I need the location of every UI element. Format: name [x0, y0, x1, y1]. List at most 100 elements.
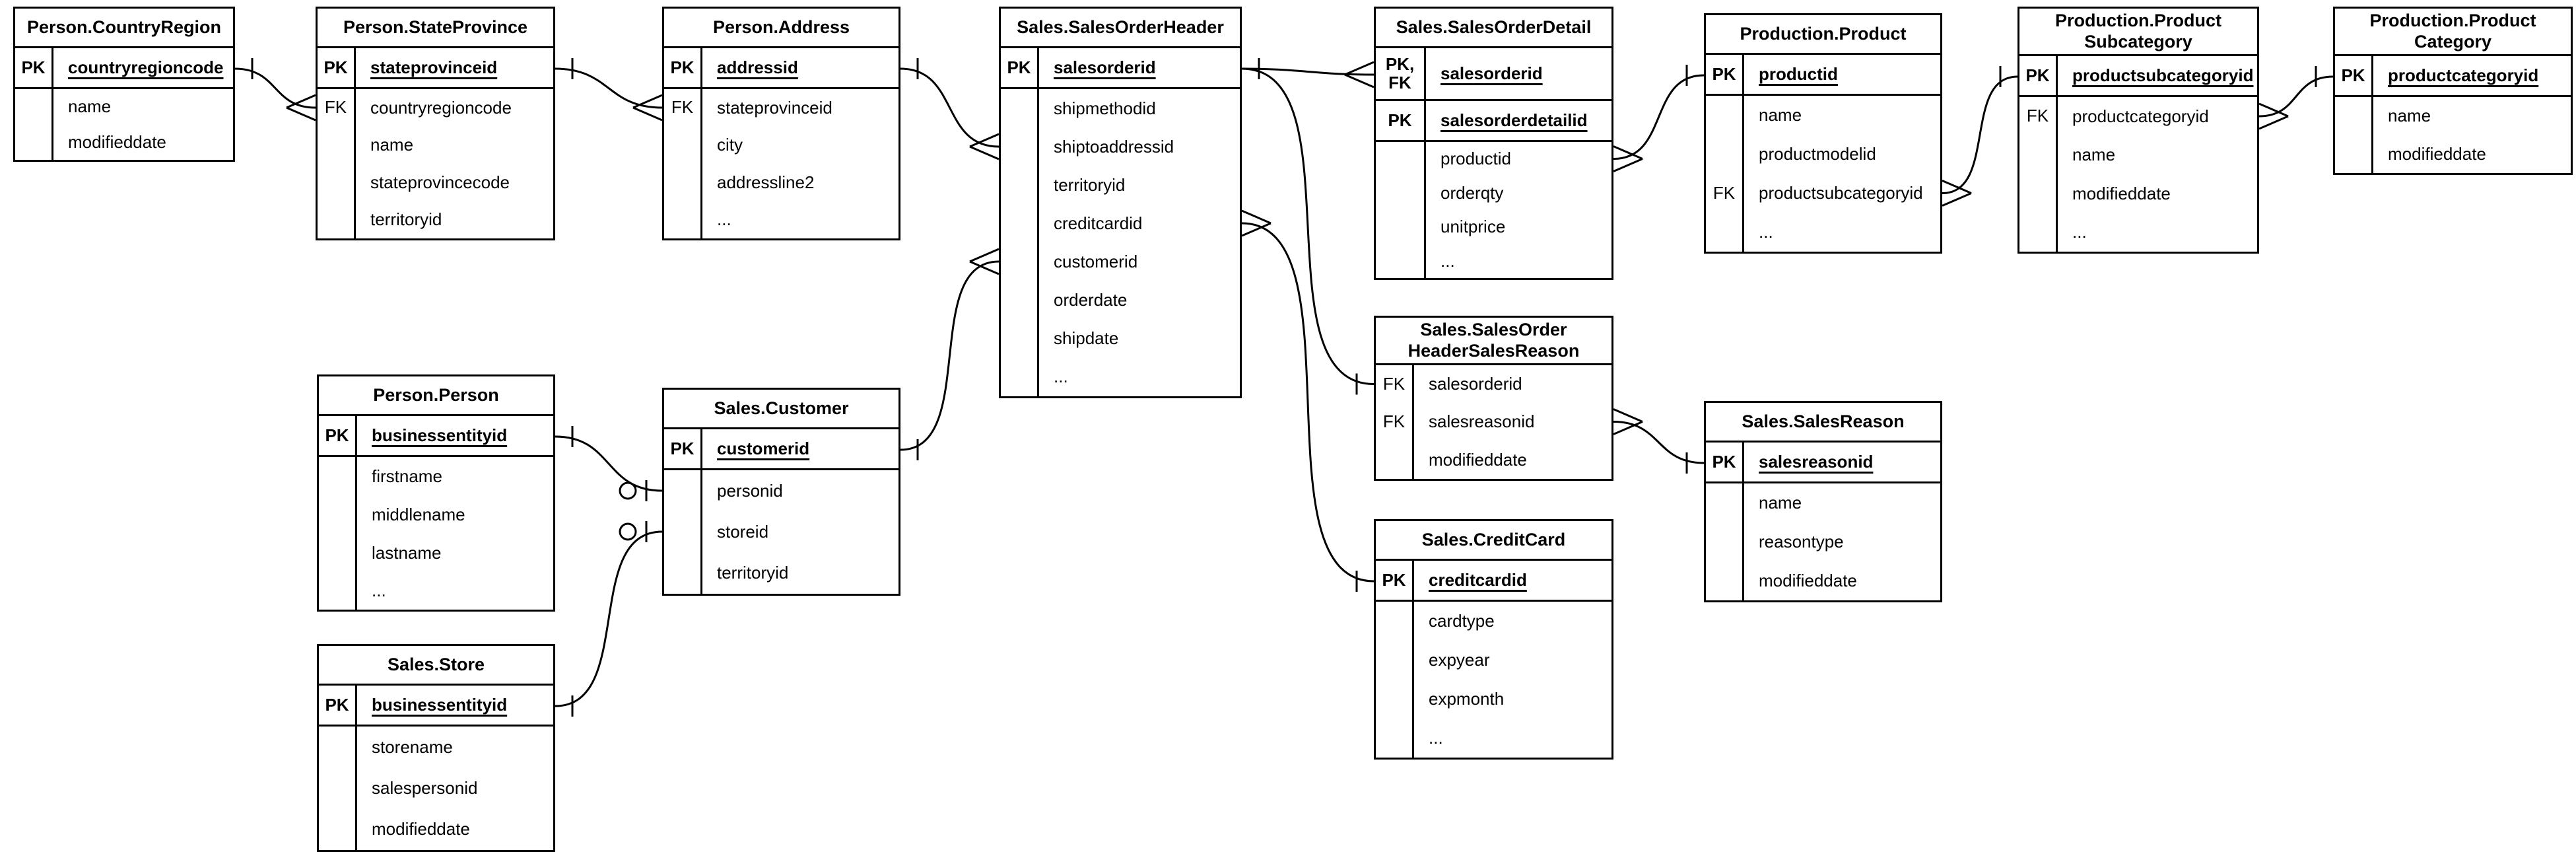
attribute-name: unitprice	[1441, 217, 1506, 236]
key-cell	[1706, 96, 1744, 135]
key-cell	[318, 164, 356, 201]
key-cell: FK	[1376, 365, 1414, 403]
key-cell	[1376, 719, 1414, 758]
entity-title: Person.CountryRegion	[15, 9, 233, 48]
key-cell	[15, 124, 53, 160]
key-cell	[2019, 213, 2058, 252]
relationship-connector[interactable]	[1241, 67, 1374, 395]
key-cell	[319, 457, 357, 495]
key-cell	[1706, 483, 1744, 522]
key-cell	[2019, 174, 2058, 213]
attribute-name: territoryid	[370, 209, 442, 229]
entity-title: Sales.Customer	[664, 390, 898, 429]
attribute-name: salesorderid	[1429, 374, 1522, 394]
relationship-connector[interactable]	[1241, 58, 1374, 89]
relationship-connector[interactable]	[1241, 209, 1374, 592]
key-cell	[1706, 135, 1744, 174]
key-cell	[319, 808, 357, 850]
relationship-connector[interactable]	[900, 58, 1000, 160]
key-cell: PK	[2335, 56, 2373, 95]
relationship-connector[interactable]	[1942, 66, 2018, 207]
relationship-connector[interactable]	[234, 58, 316, 122]
relationship-connector[interactable]	[900, 248, 1000, 460]
entity-title: Production.Product Subcategory	[2019, 9, 2257, 56]
attribute-row: expyear	[1376, 641, 1611, 680]
attribute-name: middlename	[372, 504, 465, 524]
relationship-connector[interactable]	[555, 521, 663, 717]
key-cell	[1001, 89, 1039, 127]
attribute-row: name	[318, 126, 553, 164]
key-cell	[1376, 641, 1414, 680]
relationship-connector[interactable]	[1613, 408, 1705, 474]
attribute-name: stateprovinceid	[370, 57, 498, 77]
attribute-name: ...	[372, 581, 386, 600]
attribute-row: storename	[319, 727, 553, 767]
entity-title: Sales.SalesReason	[1706, 403, 1940, 443]
attribute-name: modifieddate	[2072, 183, 2171, 203]
attribute-name: firstname	[372, 466, 442, 486]
attribute-name: productsubcategoryid	[2072, 65, 2254, 85]
attribute-row: territoryid	[664, 552, 898, 594]
attribute-name: salesorderid	[1441, 63, 1543, 83]
key-cell: PK	[318, 48, 356, 87]
key-cell	[1706, 561, 1744, 600]
attribute-row: ...	[1376, 244, 1611, 278]
key-cell	[1376, 602, 1414, 641]
key-cell	[1001, 281, 1039, 319]
key-cell	[1706, 213, 1744, 252]
key-cell	[319, 572, 357, 610]
attribute-row: productid	[1376, 142, 1611, 176]
attribute-name: orderqty	[1441, 182, 1504, 203]
key-cell	[1001, 204, 1039, 242]
attribute-name: shipmethodid	[1054, 98, 1156, 118]
attribute-name: creditcardid	[1054, 213, 1143, 233]
attribute-name: ...	[1759, 222, 1773, 242]
key-cell	[2019, 135, 2058, 174]
attribute-name: salespersonid	[372, 777, 478, 798]
relationship-connector[interactable]	[555, 58, 663, 122]
attribute-row: shiptoaddressid	[1001, 127, 1240, 166]
key-cell: PK	[15, 48, 53, 87]
key-cell	[319, 534, 357, 572]
entity-title: Sales.SalesOrderDetail	[1376, 9, 1611, 48]
attribute-row: salespersonid	[319, 767, 553, 808]
attribute-row: modifieddate	[319, 808, 553, 850]
key-cell	[664, 552, 702, 594]
relationship-connector[interactable]	[1613, 65, 1705, 172]
key-cell	[664, 201, 702, 238]
attribute-row: ...	[1376, 719, 1611, 758]
relationship-connector[interactable]	[555, 426, 663, 501]
key-cell	[1376, 176, 1426, 210]
key-cell: PK	[1001, 48, 1039, 87]
key-cell: PK	[1706, 55, 1744, 94]
key-cell: PK	[664, 48, 702, 87]
relationship-connector[interactable]	[2258, 66, 2334, 130]
key-cell: PK	[1706, 443, 1744, 481]
attribute-name: businessentityid	[372, 425, 508, 445]
attribute-row: shipmethodid	[1001, 89, 1240, 127]
entity-title: Person.Address	[664, 9, 898, 48]
key-cell: FK	[2019, 97, 2058, 135]
attribute-row: ...	[319, 572, 553, 610]
attribute-name: salesorderdetailid	[1441, 110, 1588, 130]
key-cell: FK	[318, 89, 356, 126]
